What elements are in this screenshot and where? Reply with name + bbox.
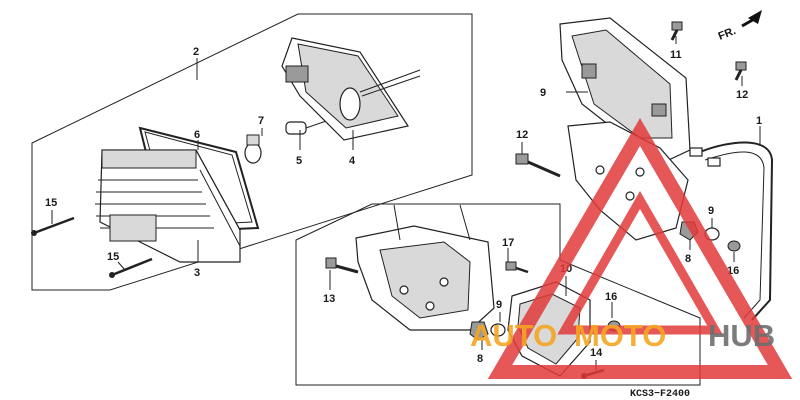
callout-13-upper: 12 (516, 129, 528, 141)
callout-4: 4 (349, 155, 356, 167)
callout-8-lower: 8 (477, 353, 483, 365)
front-direction-indicator: FR. (717, 10, 762, 43)
watermark-auto: AUTO (470, 318, 557, 353)
watermark-triangle-icon (487, 118, 793, 379)
callout-15-lower: 15 (107, 251, 119, 263)
bracket-bolt-lower (734, 61, 747, 81)
taillight-housing (281, 37, 421, 141)
lens-screw-lower (109, 257, 153, 278)
license-plate-bracket (355, 204, 495, 331)
callout-12-lower: 12 (736, 89, 748, 101)
callout-1: 1 (756, 115, 762, 127)
callout-14: 14 (590, 347, 603, 359)
bracket-bolt-upper (670, 21, 683, 41)
callout-2: 2 (193, 46, 199, 58)
washer-9-lower (490, 323, 506, 337)
plate-bracket-panel-outline (295, 203, 701, 386)
watermark-logo (487, 118, 793, 379)
callout-13-lower: 13 (323, 293, 335, 305)
callout-17: 17 (502, 237, 514, 249)
leader-lines (51, 36, 761, 370)
callout-9-lower: 9 (496, 299, 502, 311)
callout-6: 6 (194, 129, 200, 141)
taillight-bulb (244, 134, 262, 164)
callout-3: 3 (194, 267, 200, 279)
wire-harness (689, 141, 774, 321)
front-direction-label: FR. (717, 25, 738, 43)
rear-fender-bracket (559, 17, 691, 241)
callout-8-upper: 8 (685, 253, 691, 265)
watermark-text: AUTO MOTO HUB (470, 318, 775, 353)
callout-12-upper: 11 (670, 49, 682, 61)
bracket-bolt-13-upper (515, 153, 561, 178)
collar-8-lower (469, 321, 489, 341)
callout-5: 5 (296, 155, 302, 167)
watermark-moto: MOTO (574, 318, 666, 353)
nut-16-upper (727, 240, 741, 252)
taillight-lens (95, 149, 241, 263)
taillight-panel-outline (31, 13, 473, 291)
bracket-bolt-13-lower (325, 257, 359, 274)
callout-10: 9 (540, 87, 546, 99)
callout-7: 7 (258, 115, 264, 127)
lens-screw-upper (31, 216, 75, 236)
watermark-hub: HUB (708, 318, 775, 353)
callout-15-upper: 15 (45, 197, 57, 209)
callout-9-upper: 9 (708, 205, 714, 217)
figure-code: KCS3−F2400 (630, 389, 690, 400)
bolt-17 (505, 261, 529, 274)
callout-16-lower: 16 (605, 291, 617, 303)
